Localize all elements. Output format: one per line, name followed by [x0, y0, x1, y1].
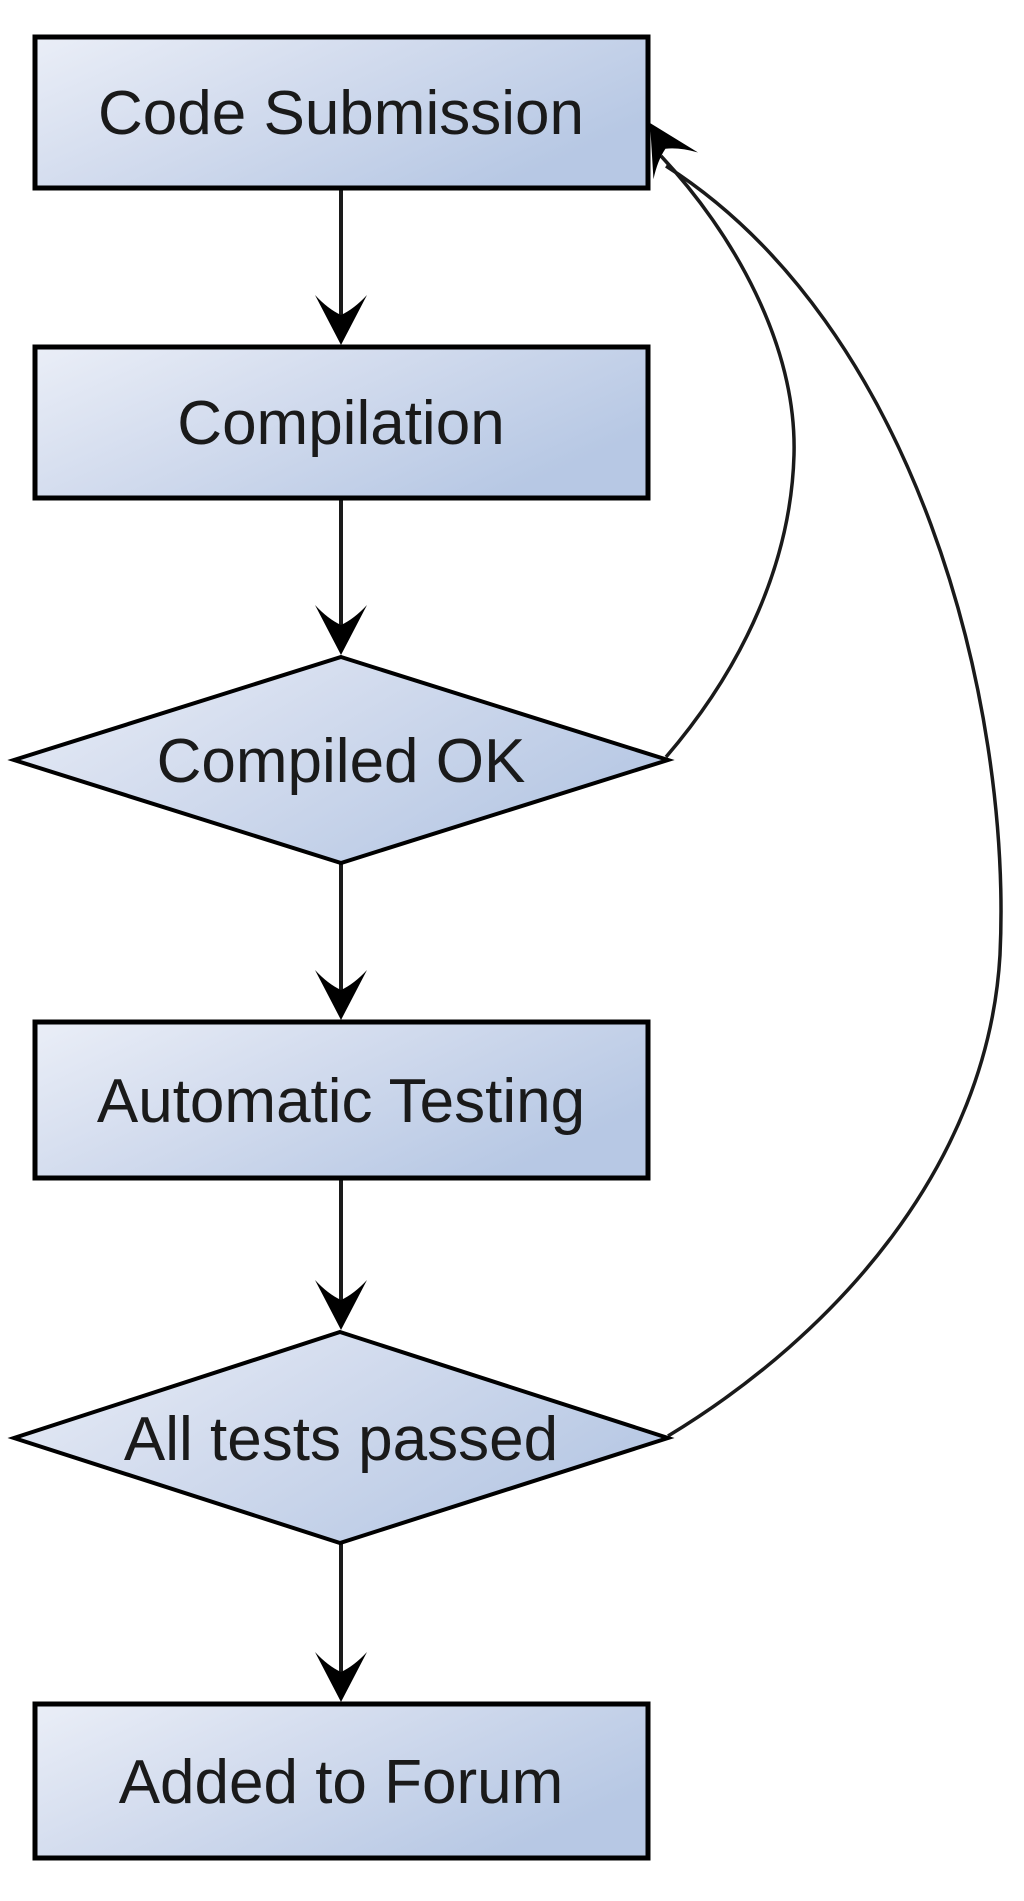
- process-box: [32, 1701, 651, 1861]
- node-all-tests-passed: All tests passed: [7, 1329, 675, 1546]
- node-label-compilation: Compilation: [177, 389, 504, 458]
- edge-automatic-testing-to-all-tests-passed: [315, 1180, 367, 1330]
- node-automatic-testing: Automatic Testing: [32, 1019, 651, 1181]
- edge-compiled-ok-to-code-submission: [659, 154, 796, 759]
- process-box: [32, 344, 651, 501]
- edge-all-tests-passed-to-code-submission: [665, 164, 1003, 1438]
- node-added-to-forum: Added to Forum: [32, 1701, 651, 1861]
- node-compiled-ok: Compiled OK: [7, 654, 675, 866]
- edge-compiled-ok-to-automatic-testing: [315, 863, 367, 1020]
- node-compilation: Compilation: [32, 344, 651, 501]
- node-label-all-tests-passed: All tests passed: [124, 1405, 558, 1474]
- edge-curve-inner: [659, 154, 796, 759]
- node-label-compiled-ok: Compiled OK: [157, 727, 526, 796]
- process-box: [32, 1019, 651, 1181]
- edge-compilation-to-compiled-ok: [315, 500, 367, 655]
- node-label-automatic-testing: Automatic Testing: [97, 1067, 585, 1136]
- node-label-code-submission: Code Submission: [98, 79, 584, 148]
- edge-all-tests-passed-to-added-to-forum: [315, 1543, 367, 1702]
- edge-curve-outer: [665, 164, 1003, 1438]
- edge-code-submission-to-compilation: [315, 190, 367, 345]
- decision-diamond: [7, 654, 675, 866]
- decision-diamond: [7, 1329, 675, 1546]
- process-box: [32, 34, 651, 191]
- node-label-added-to-forum: Added to Forum: [119, 1748, 564, 1817]
- node-code-submission: Code Submission: [32, 34, 651, 191]
